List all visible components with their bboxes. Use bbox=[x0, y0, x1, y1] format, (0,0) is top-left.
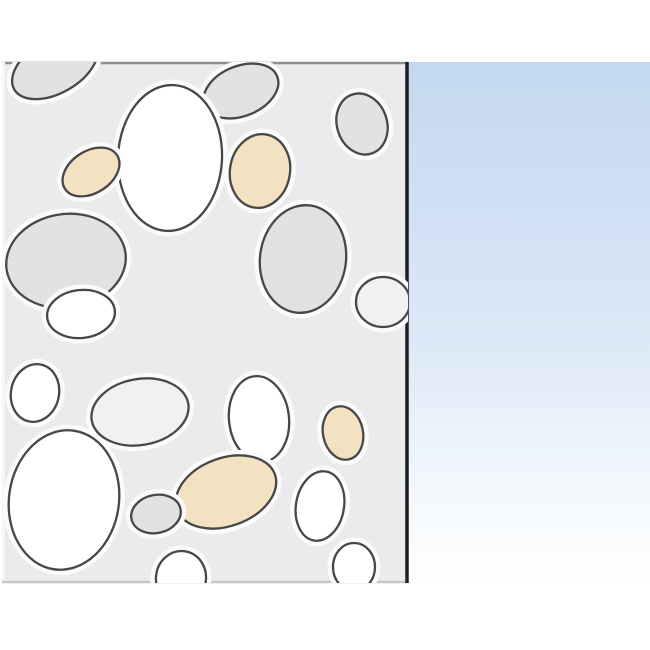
aggregate-stone bbox=[330, 88, 394, 160]
aggregate-stone bbox=[327, 537, 381, 583]
aggregate-stone bbox=[3, 424, 125, 576]
stone-halo bbox=[6, 62, 104, 105]
sky-area bbox=[407, 62, 650, 583]
aggregate-stone bbox=[224, 128, 296, 214]
stone-halo bbox=[224, 128, 296, 214]
stone-halo bbox=[150, 545, 212, 583]
aggregate-stone bbox=[290, 465, 350, 547]
aggregate-stone bbox=[125, 489, 187, 539]
aggregate-stone bbox=[41, 284, 121, 344]
stone-halo bbox=[85, 372, 195, 452]
stone-halo bbox=[5, 358, 65, 428]
stone-body bbox=[321, 405, 365, 461]
stone-body bbox=[154, 549, 208, 583]
aggregate-stone bbox=[85, 372, 195, 452]
aggregate-stone bbox=[6, 62, 104, 105]
aggregate-stone bbox=[150, 545, 212, 583]
stone-body bbox=[9, 363, 61, 423]
stone-body bbox=[331, 541, 377, 583]
stone-body bbox=[294, 470, 346, 542]
stone-body bbox=[335, 92, 389, 156]
stone-halo bbox=[350, 271, 408, 333]
aggregate-stone bbox=[254, 199, 352, 319]
sky-background bbox=[407, 62, 650, 583]
stone-halo bbox=[330, 88, 394, 160]
stone-halo bbox=[254, 199, 352, 319]
stone-halo bbox=[57, 142, 125, 202]
stone-halo bbox=[290, 465, 350, 547]
stone-halo bbox=[125, 489, 187, 539]
stone-body bbox=[61, 146, 121, 198]
aggregate-stone bbox=[317, 400, 369, 466]
aggregate-stones-group bbox=[2, 62, 408, 583]
stone-halo bbox=[3, 424, 125, 576]
stone-halo bbox=[41, 284, 121, 344]
stone-body bbox=[90, 377, 190, 447]
stone-body bbox=[7, 429, 121, 571]
stone-halo bbox=[317, 400, 369, 466]
stone-body bbox=[10, 62, 100, 101]
stone-halo bbox=[327, 537, 381, 583]
stone-body bbox=[228, 133, 292, 209]
stone-body bbox=[354, 275, 408, 329]
stone-body bbox=[258, 204, 348, 314]
aggregate-stone bbox=[57, 142, 125, 202]
aggregate-stone bbox=[350, 271, 408, 333]
stone-body bbox=[130, 493, 182, 535]
stone-body bbox=[45, 288, 117, 340]
aggregate-stone bbox=[5, 358, 65, 428]
